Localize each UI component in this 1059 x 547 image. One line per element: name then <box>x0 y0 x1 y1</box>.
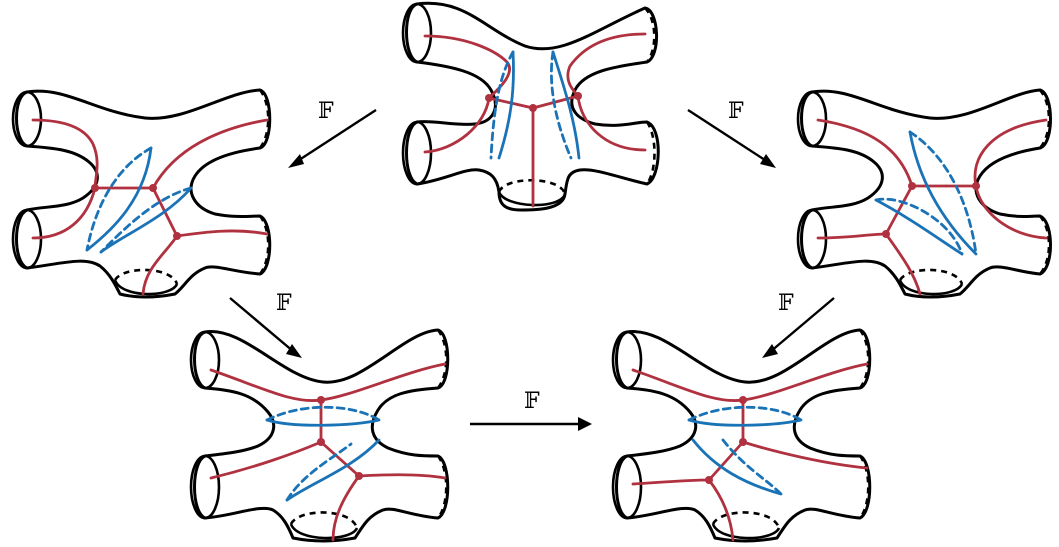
arrow-label: 𝔽 <box>728 99 744 124</box>
arrow-bottom-left-to-bottom-right: 𝔽 <box>470 389 592 431</box>
surface-top <box>403 3 658 210</box>
arrow-label: 𝔽 <box>524 389 540 414</box>
arrow-top-to-left: 𝔽 <box>288 99 376 168</box>
arrow-label: 𝔽 <box>778 291 794 316</box>
surface-bottom-left <box>191 330 448 541</box>
arrow-label: 𝔽 <box>276 291 292 316</box>
surface-left <box>13 90 270 297</box>
surface-bottom-right <box>613 330 870 541</box>
surface-right <box>798 90 1051 297</box>
arrow-top-to-right: 𝔽 <box>688 99 776 168</box>
arrow-label: 𝔽 <box>318 99 334 124</box>
